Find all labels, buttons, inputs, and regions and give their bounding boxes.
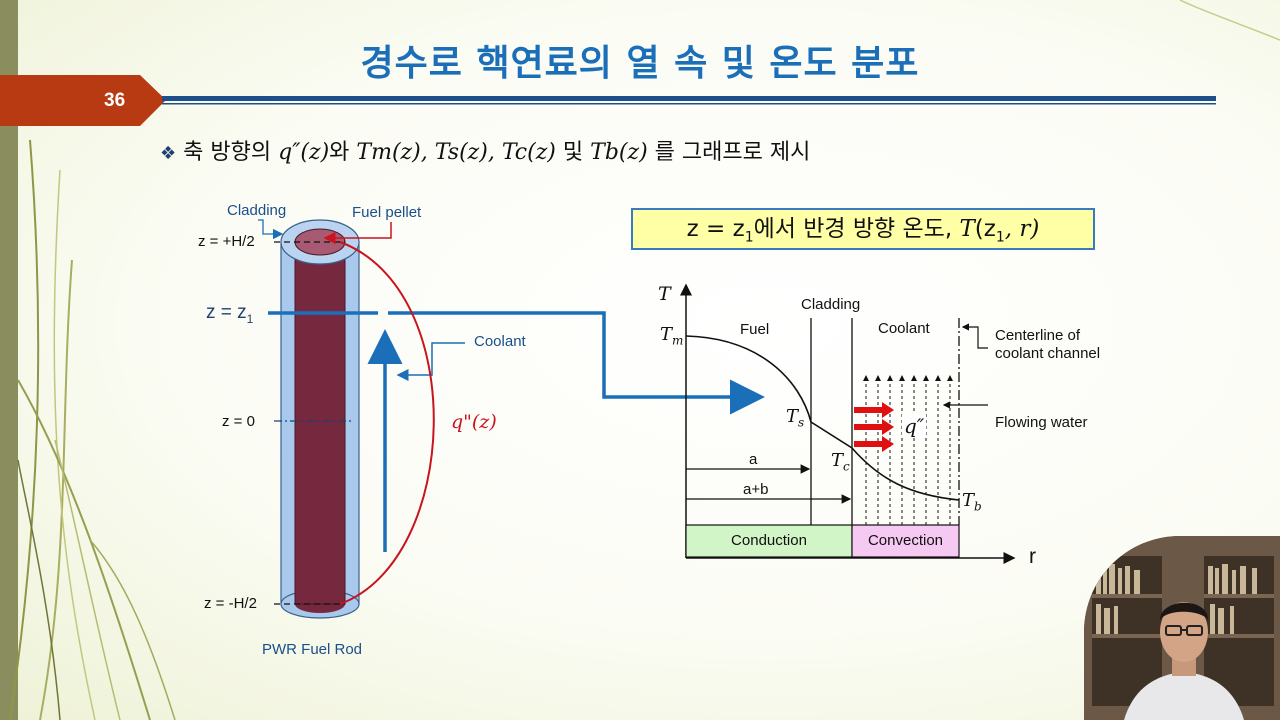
coolant-flow-lines	[863, 375, 953, 525]
centerline-label-1: Centerline of	[995, 327, 1081, 344]
presenter-face	[1160, 602, 1208, 662]
bullet-ts: Ts(z),	[434, 140, 495, 165]
presenter-glasses	[1165, 625, 1203, 636]
heat-flux-label: q"(z)	[451, 411, 497, 433]
flowing-water-label: Flowing water	[995, 414, 1088, 431]
cladding-region-label: Cladding	[801, 296, 861, 313]
fuel-pellet-label: Fuel pellet	[352, 204, 422, 221]
box-args-end: , r)	[1004, 216, 1040, 242]
dim-ab-label: a+b	[743, 481, 769, 498]
grass-stroke	[53, 169, 96, 720]
dim-a-label: a	[749, 451, 758, 468]
tm-label: Tm	[660, 324, 683, 348]
centerline-label-2: coolant channel	[995, 345, 1101, 362]
x-axis-label: r	[1029, 545, 1036, 568]
convection-label: Convection	[867, 532, 944, 549]
tb-label: Tb	[962, 490, 982, 514]
ts-sub: s	[798, 415, 805, 430]
z1-label: z = z1	[206, 302, 253, 326]
box-text-a: z = z	[686, 216, 745, 242]
fuel-region-label: Fuel	[740, 321, 770, 338]
z-top-label: z = +H/2	[198, 233, 255, 250]
heat-flux-arrows	[854, 402, 894, 452]
grass-stroke	[39, 259, 73, 720]
temperature-curve	[685, 335, 960, 501]
header-rule-thin	[162, 103, 1216, 105]
grass-stroke	[9, 139, 40, 720]
conduction-label: Conduction	[731, 532, 807, 549]
tb-sub: b	[974, 499, 982, 514]
bullet-tc: Tc(z)	[501, 140, 556, 165]
bullet-wa: 와	[329, 140, 350, 165]
grass-stroke	[89, 539, 176, 720]
ts-main: T	[786, 406, 799, 427]
bullet-tm: Tm(z),	[356, 140, 428, 165]
box-text-b: 에서 반경 방향 온도,	[753, 216, 953, 242]
coolant-leader	[396, 342, 465, 381]
fuel-pellet-column	[295, 242, 345, 604]
grass-stroke	[54, 439, 121, 720]
presenter-webcam	[1084, 536, 1280, 720]
tm-main: T	[660, 324, 673, 345]
bullet-suffix: 를 그래프로 제시	[654, 140, 811, 165]
tb-main: T	[962, 490, 975, 511]
cladding-leader	[258, 219, 284, 240]
tc-sub: c	[843, 459, 850, 474]
coolant-region-label: Coolant	[878, 320, 930, 337]
z1-label-main: z = z	[206, 302, 247, 323]
coolant-label: Coolant	[474, 333, 526, 350]
convection-region	[851, 524, 960, 558]
bullet-q: q″(z)	[278, 140, 330, 165]
heat-flux-graph-label: q″	[902, 414, 927, 438]
bullet-icon: ❖	[160, 143, 177, 164]
y-axis-label: T	[658, 283, 671, 305]
page-tab	[0, 75, 166, 126]
page-number: 36	[104, 90, 126, 111]
header-rule	[162, 96, 1216, 101]
z1-connector-arrow	[388, 311, 765, 415]
centerline-leader	[961, 323, 988, 349]
tc-label: Tc	[831, 450, 850, 474]
conduction-region	[685, 524, 853, 558]
tm-sub: m	[672, 333, 684, 348]
tc-main: T	[831, 450, 844, 471]
cladding-label: Cladding	[227, 202, 287, 219]
bullet-tb: Tb(z)	[590, 140, 648, 165]
left-bar	[0, 0, 18, 720]
z-bottom-label: z = -H/2	[204, 595, 257, 612]
slide-title: 경수로 핵연료의 열 속 및 온도 분포	[360, 43, 920, 84]
z-zero-label: z = 0	[222, 413, 255, 430]
radial-temp-box: z = z1에서 반경 방향 온도, T(z1, r)	[631, 208, 1095, 250]
bullet-mit: 및	[562, 140, 584, 165]
box-sub: 1	[744, 229, 754, 246]
z1-label-sub: 1	[246, 311, 254, 326]
presenter-body	[1124, 672, 1244, 720]
grass-stroke	[17, 459, 61, 720]
bullet-prefix: 축 방향의	[183, 140, 272, 165]
grass-stroke	[17, 379, 151, 720]
pellet-leader	[323, 222, 392, 244]
presenter-hair	[1160, 602, 1208, 620]
presenter-video	[1084, 536, 1280, 720]
heat-flux-curve	[339, 241, 435, 605]
ts-label: Ts	[786, 406, 804, 430]
bullet-line: ❖ 축 방향의 q″(z)와 Tm(z), Ts(z), Tc(z) 및 Tb(…	[160, 134, 810, 166]
box-func: T	[959, 216, 975, 242]
box-args: (z	[974, 216, 996, 242]
rod-caption: PWR Fuel Rod	[262, 641, 363, 658]
box-args-sub: 1	[995, 229, 1005, 246]
grass-stroke	[1179, 0, 1280, 41]
